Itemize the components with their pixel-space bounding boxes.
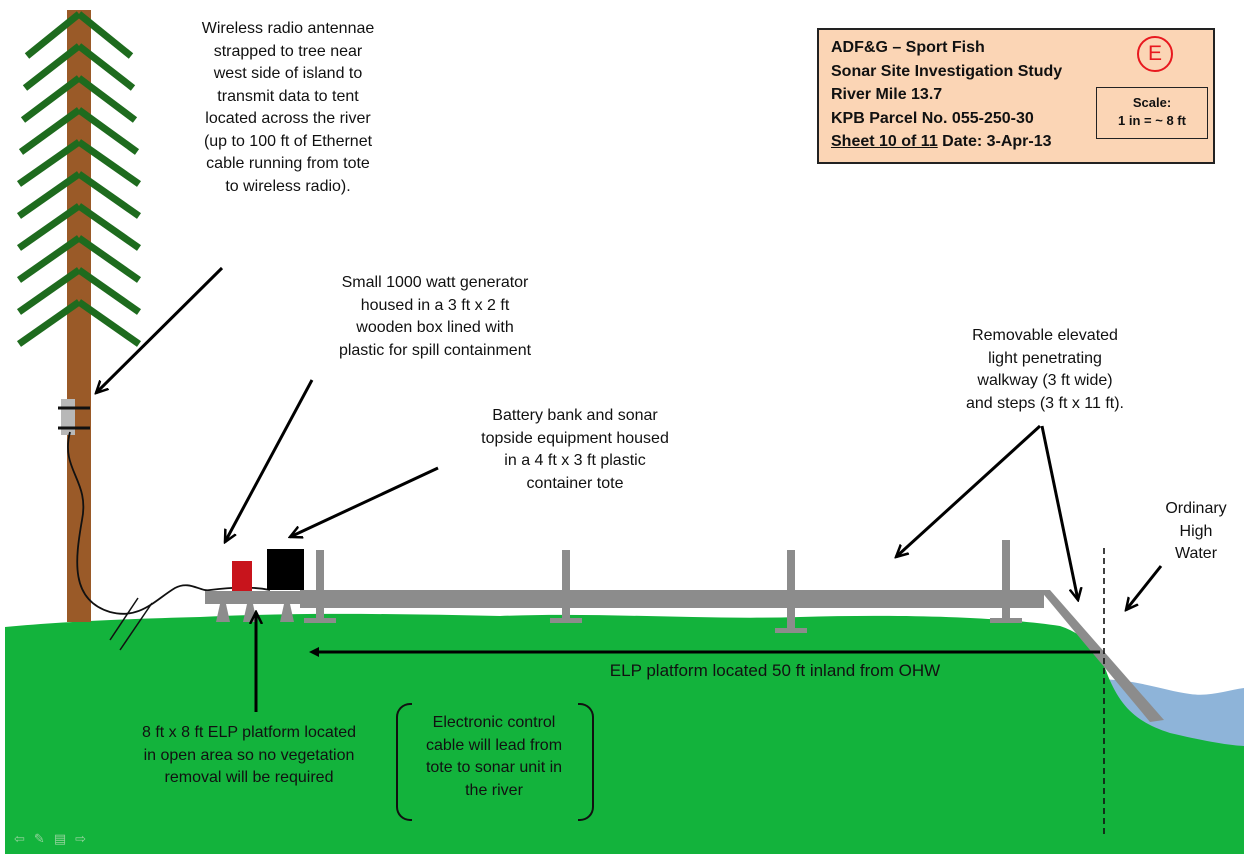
pen-icon[interactable]: ✎ xyxy=(33,831,54,846)
slides-icon[interactable]: ▤ xyxy=(53,831,76,846)
tree-trunk xyxy=(67,10,91,622)
tree-branch xyxy=(24,11,82,59)
post-foot-2 xyxy=(550,618,582,623)
platform-leg-1 xyxy=(216,604,230,622)
title-sheet-date: Sheet 10 of 11 Date: 3-Apr-13 xyxy=(831,131,1052,153)
tree-branch xyxy=(76,235,142,283)
inland-distance-note: ELP platform located 50 ft inland from O… xyxy=(609,661,941,680)
walkway-post-3 xyxy=(787,550,795,632)
cable-break-mark-1 xyxy=(109,597,139,641)
post-foot-4 xyxy=(990,618,1022,623)
tree-branch xyxy=(76,203,142,251)
arrow-to-antenna xyxy=(96,266,224,393)
title-study: Sonar Site Investigation Study xyxy=(831,63,1063,80)
cable-break-mark-2 xyxy=(119,602,153,651)
platform-leg-3 xyxy=(280,604,294,622)
tree-branch xyxy=(16,299,82,347)
tree-branch xyxy=(76,107,140,155)
arrow-to-generator xyxy=(225,379,314,542)
arrow-to-walkway xyxy=(896,424,1042,557)
tree-branch xyxy=(16,203,82,251)
back-arrow-icon[interactable]: ⇦ xyxy=(14,831,34,846)
tree-branch xyxy=(76,11,134,59)
tree-branches xyxy=(16,11,142,347)
title-agency: ADF&G – Sport Fish xyxy=(831,39,985,56)
slide-nav[interactable]: ⇦✎▤⇨ xyxy=(14,831,95,847)
generator-box xyxy=(232,561,252,591)
tree-branch xyxy=(16,267,82,315)
ethernet-cable xyxy=(67,431,271,615)
generator-note: Small 1000 watt generator housed in a 3 … xyxy=(338,274,532,359)
tree-branch xyxy=(16,235,82,283)
walkway-post-2 xyxy=(562,550,570,622)
tree-branch xyxy=(22,43,82,91)
sheet-date: Date: 3-Apr-13 xyxy=(942,133,1052,150)
title-parcel: KPB Parcel No. 055-250-30 xyxy=(831,110,1034,127)
left-bracket xyxy=(396,703,412,821)
ohw-note: Ordinary High Water xyxy=(1165,500,1227,562)
elp-walkway xyxy=(205,540,1164,722)
tree-branch xyxy=(18,107,82,155)
ground xyxy=(5,613,1244,854)
scale-label: Scale: xyxy=(1132,95,1172,110)
tree-branch xyxy=(20,75,82,123)
tree-branch xyxy=(76,43,136,91)
tree-branch xyxy=(76,267,142,315)
walkway-note: Removable elevated light penetrating wal… xyxy=(966,327,1124,412)
tree-branch xyxy=(76,299,142,347)
forward-arrow-icon[interactable]: ⇨ xyxy=(75,831,96,846)
title-block: ADF&G – Sport Fish Sonar Site Investigat… xyxy=(817,28,1215,164)
title-river-mile: River Mile 13.7 xyxy=(831,86,943,103)
post-foot-3 xyxy=(775,628,807,633)
antenna-bracket xyxy=(61,399,75,435)
platform-note: 8 ft x 8 ft ELP platform located in open… xyxy=(141,724,357,786)
antenna-note: Wireless radio antennae strapped to tree… xyxy=(201,20,375,195)
arrow-to-steps xyxy=(1040,425,1078,600)
battery-note: Battery bank and sonar topside equipment… xyxy=(481,407,669,492)
right-bracket xyxy=(578,703,594,821)
sheet-letter-badge: E xyxy=(1137,36,1173,72)
tree-branch xyxy=(76,171,142,219)
platform-deck xyxy=(205,591,313,604)
battery-tote xyxy=(267,549,304,590)
walkway-post-4 xyxy=(1002,540,1010,622)
steps xyxy=(1040,590,1164,722)
cable-note: Electronic control cable will lead from … xyxy=(425,714,563,799)
scale-value: 1 in = ~ 8 ft xyxy=(1118,113,1186,128)
tree-branch xyxy=(16,171,82,219)
tree-branch xyxy=(76,139,142,187)
arrow-to-tote xyxy=(290,466,439,537)
scale-box: Scale: 1 in = ~ 8 ft xyxy=(1096,87,1208,139)
tree-branch xyxy=(16,139,82,187)
arrow-to-ohw xyxy=(1126,565,1163,610)
sheet-number: Sheet 10 of 11 xyxy=(831,133,938,150)
walkway-post-1 xyxy=(316,550,324,622)
walkway-deck xyxy=(300,590,1044,608)
tree-branch xyxy=(76,75,138,123)
post-foot-1 xyxy=(304,618,336,623)
